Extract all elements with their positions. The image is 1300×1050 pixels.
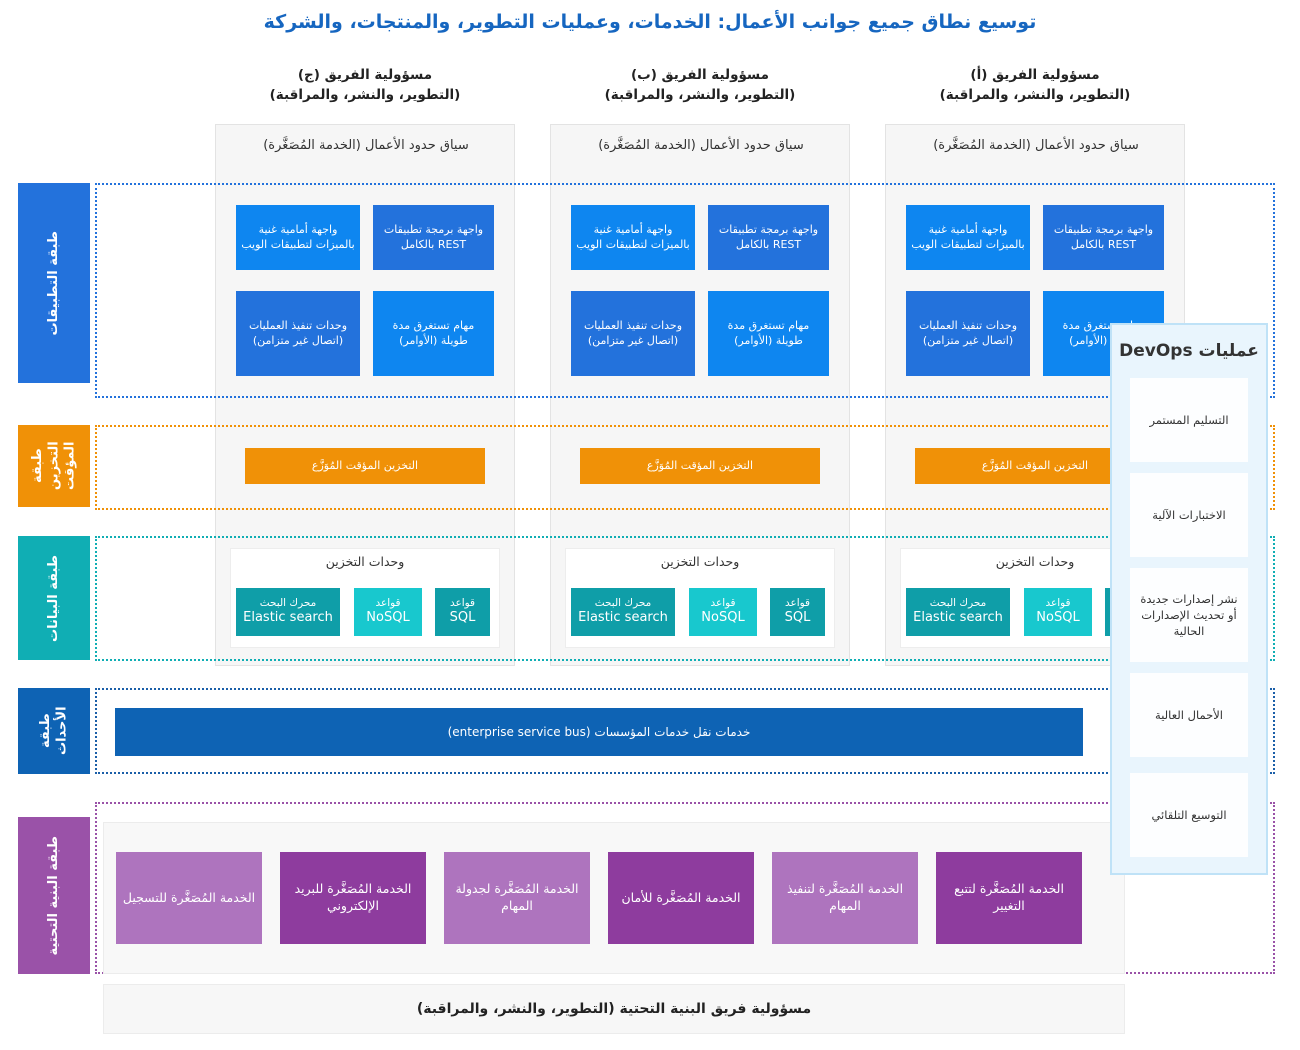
column-header-team-a-line2: (التطوير، والنشر، والمراقبة) bbox=[939, 86, 1131, 103]
db-box-elastic-a-name: Elastic search bbox=[913, 610, 1003, 626]
context-title-team-a: سياق حدود الأعمال (الخدمة المُصَغَّرة) bbox=[933, 138, 1139, 153]
db-box-sql-c-name: SQL bbox=[449, 610, 476, 626]
infra-box-change-tracking[interactable]: الخدمة المُصَغَّرة لتتبع التغيير bbox=[936, 852, 1082, 944]
db-box-elastic-a-label: محرك البحث bbox=[929, 596, 987, 609]
app-box-rich-frontend-a[interactable]: واجهة أمامية غنية بالميزات لتطبيقات الوي… bbox=[906, 205, 1030, 270]
app-box-rest-api-b[interactable]: واجهة برمجة تطبيقات REST بالكامل bbox=[708, 205, 829, 270]
infra-box-security[interactable]: الخدمة المُصَغَّرة للأمان bbox=[608, 852, 754, 944]
devops-panel-title: عمليات DevOps bbox=[1119, 341, 1259, 361]
context-title-team-c: سياق حدود الأعمال (الخدمة المُصَغَّرة) bbox=[263, 138, 469, 153]
layer-label-data-text: طبقة البيانات bbox=[45, 554, 61, 642]
layer-label-events-text: طبقة الأحداث bbox=[37, 706, 69, 756]
db-box-sql-b-label: قواعد bbox=[784, 596, 811, 609]
storage-title-b: وحدات التخزين bbox=[660, 554, 740, 569]
db-box-nosql-b-name: NoSQL bbox=[701, 610, 745, 626]
context-title-team-b: سياق حدود الأعمال (الخدمة المُصَغَّرة) bbox=[598, 138, 804, 153]
app-box-rich-frontend-c[interactable]: واجهة أمامية غنية بالميزات لتطبيقات الوي… bbox=[236, 205, 360, 270]
db-box-elastic-b-label: محرك البحث bbox=[594, 596, 652, 609]
db-box-elastic-c-label: محرك البحث bbox=[259, 596, 317, 609]
db-box-nosql-c[interactable]: قواعد NoSQL bbox=[354, 588, 422, 636]
devops-item-automated-tests[interactable]: الاختبارات الآلية bbox=[1130, 473, 1248, 557]
column-header-team-a: مسؤولية الفريق (أ) (التطوير، والنشر، وال… bbox=[910, 66, 1160, 105]
infra-box-logging[interactable]: الخدمة المُصَغَّرة للتسجيل bbox=[116, 852, 262, 944]
db-box-nosql-a-label: قواعد bbox=[1045, 596, 1071, 609]
app-box-long-tasks-a[interactable]: مهام تستغرق مدة طويلة (الأوامر) bbox=[1043, 291, 1164, 376]
db-box-nosql-a-name: NoSQL bbox=[1036, 610, 1080, 626]
column-header-team-b-line2: (التطوير، والنشر، والمراقبة) bbox=[604, 86, 796, 103]
storage-title-c: وحدات التخزين bbox=[325, 554, 405, 569]
app-box-rest-api-a[interactable]: واجهة برمجة تطبيقات REST بالكامل bbox=[1043, 205, 1164, 270]
db-box-elastic-b[interactable]: محرك البحث Elastic search bbox=[571, 588, 675, 636]
db-box-nosql-b[interactable]: قواعد NoSQL bbox=[689, 588, 757, 636]
devops-item-auto-scaling[interactable]: التوسيع التلقائي bbox=[1130, 773, 1248, 857]
db-box-nosql-c-name: NoSQL bbox=[366, 610, 410, 626]
db-box-sql-b[interactable]: قواعد SQL bbox=[770, 588, 825, 636]
db-box-elastic-b-name: Elastic search bbox=[578, 610, 668, 626]
db-box-elastic-a[interactable]: محرك البحث Elastic search bbox=[906, 588, 1010, 636]
layer-label-application-text: طبقة التطبيقات bbox=[45, 230, 61, 336]
devops-item-release-deployment[interactable]: نشر إصدارات جديدة أو تحديث الإصدارات الح… bbox=[1130, 568, 1248, 662]
layer-label-infrastructure-text: طبقة البنية التحتية bbox=[45, 835, 61, 956]
infra-box-email[interactable]: الخدمة المُصَغَّرة للبريد الإلكتروني bbox=[280, 852, 426, 944]
infra-box-task-execution[interactable]: الخدمة المُصَغَّرة لتنفيذ المهام bbox=[772, 852, 918, 944]
column-header-team-a-line1: مسؤولية الفريق (أ) bbox=[970, 67, 1100, 83]
app-box-long-tasks-c[interactable]: مهام تستغرق مدة طويلة (الأوامر) bbox=[373, 291, 494, 376]
infra-box-task-scheduling[interactable]: الخدمة المُصَغَّرة لجدولة المهام bbox=[444, 852, 590, 944]
db-box-elastic-c-name: Elastic search bbox=[243, 610, 333, 626]
cache-box-c[interactable]: التخزين المؤقت المُوَزَّع bbox=[245, 448, 485, 484]
layer-label-cache-text: طبقة التخزين المؤقت bbox=[29, 441, 78, 491]
page-title: توسيع نطاق جميع جوانب الأعمال: الخدمات، … bbox=[263, 11, 1037, 33]
db-box-elastic-c[interactable]: محرك البحث Elastic search bbox=[236, 588, 340, 636]
storage-title-a: وحدات التخزين bbox=[995, 554, 1075, 569]
layer-label-data: طبقة البيانات bbox=[18, 536, 90, 660]
enterprise-service-bus-bar[interactable]: خدمات نقل خدمات المؤسسات (enterprise ser… bbox=[115, 708, 1083, 756]
layer-label-application: طبقة التطبيقات bbox=[18, 183, 90, 383]
db-box-nosql-c-label: قواعد bbox=[375, 596, 401, 609]
app-box-workers-c[interactable]: وحدات تنفيذ العمليات (اتصال غير متزامن) bbox=[236, 291, 360, 376]
column-header-team-c: مسؤولية الفريق (ج) (التطوير، والنشر، وال… bbox=[240, 66, 490, 105]
layer-label-cache: طبقة التخزين المؤقت bbox=[18, 425, 90, 507]
app-box-rest-api-c[interactable]: واجهة برمجة تطبيقات REST بالكامل bbox=[373, 205, 494, 270]
column-header-team-c-line1: مسؤولية الفريق (ج) bbox=[297, 67, 433, 83]
db-box-nosql-a[interactable]: قواعد NoSQL bbox=[1024, 588, 1092, 636]
layer-label-infrastructure: طبقة البنية التحتية bbox=[18, 817, 90, 974]
devops-item-high-loads[interactable]: الأحمال العالية bbox=[1130, 673, 1248, 757]
footer-infrastructure-team-responsibility: مسؤولية فريق البنية التحتية (التطوير، وا… bbox=[103, 984, 1125, 1034]
app-box-workers-b[interactable]: وحدات تنفيذ العمليات (اتصال غير متزامن) bbox=[571, 291, 695, 376]
db-box-nosql-b-label: قواعد bbox=[710, 596, 736, 609]
column-header-team-b-line1: مسؤولية الفريق (ب) bbox=[630, 67, 770, 83]
db-box-sql-c[interactable]: قواعد SQL bbox=[435, 588, 490, 636]
db-box-sql-b-name: SQL bbox=[784, 610, 811, 626]
db-box-sql-c-label: قواعد bbox=[449, 596, 476, 609]
cache-box-b[interactable]: التخزين المؤقت المُوَزَّع bbox=[580, 448, 820, 484]
devops-item-continuous-delivery[interactable]: التسليم المستمر bbox=[1130, 378, 1248, 462]
app-box-workers-a[interactable]: وحدات تنفيذ العمليات (اتصال غير متزامن) bbox=[906, 291, 1030, 376]
app-box-long-tasks-b[interactable]: مهام تستغرق مدة طويلة (الأوامر) bbox=[708, 291, 829, 376]
column-header-team-c-line2: (التطوير، والنشر، والمراقبة) bbox=[269, 86, 461, 103]
app-box-rich-frontend-b[interactable]: واجهة أمامية غنية بالميزات لتطبيقات الوي… bbox=[571, 205, 695, 270]
layer-label-events: طبقة الأحداث bbox=[18, 688, 90, 774]
column-header-team-b: مسؤولية الفريق (ب) (التطوير، والنشر، وال… bbox=[575, 66, 825, 105]
